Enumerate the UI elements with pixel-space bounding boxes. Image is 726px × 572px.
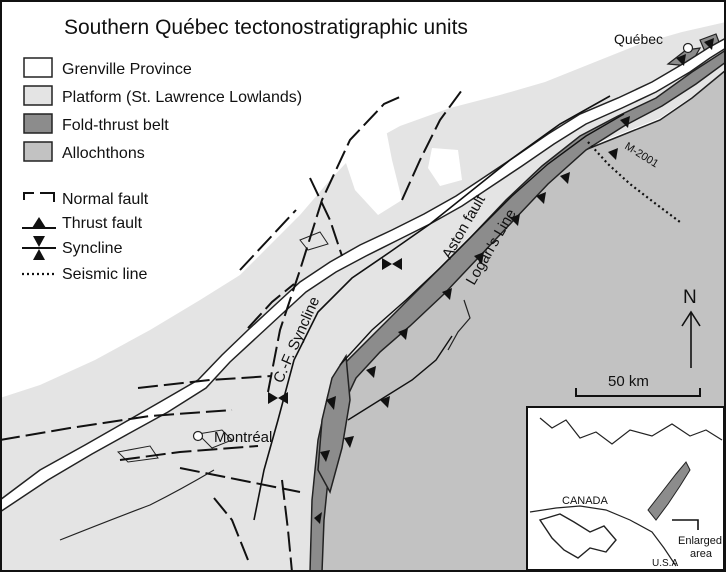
fold-thrust-belt: [309, 49, 726, 572]
legend-label-allochthons: Allochthons: [62, 145, 145, 162]
inset-map: CANADA U.S.A Enlarged area: [526, 406, 725, 571]
inset-enlarged-label: Enlarged: [678, 535, 722, 547]
river-island: [299, 231, 329, 251]
legend-label-thrust-fault: Thrust fault: [62, 215, 143, 232]
grenville-patch: [345, 112, 402, 215]
normal-fault-icon: [23, 192, 55, 202]
legend-swatch-platform: [23, 85, 53, 106]
syncline-icon: [22, 236, 56, 260]
normal-faults: [0, 89, 463, 572]
inset-enlarged-area: [647, 461, 691, 521]
legend-label-syncline: Syncline: [62, 240, 123, 257]
north-arrow: N: [681, 287, 701, 368]
map-title: Southern Québec tectonostratigraphic uni…: [64, 16, 468, 39]
river-tributary: [447, 299, 471, 351]
legend-symbols: Normal fault Thrust fault Syncline Seism…: [22, 191, 149, 283]
inset-canada-label: CANADA: [562, 495, 609, 507]
legend-label-seismic-line: Seismic line: [62, 266, 147, 283]
legend-swatch-allochthons: [23, 141, 53, 162]
legend-label-fold-thrust: Fold-thrust belt: [62, 117, 169, 134]
inset-great-lakes: [538, 513, 617, 559]
st-lawrence-river: [0, 37, 726, 513]
montreal-city-marker: [192, 430, 204, 442]
aston-fault-trace: [339, 113, 625, 366]
syncline-symbols: [268, 258, 402, 404]
platform-region: [0, 22, 726, 572]
syncline-trace: [253, 95, 611, 521]
north-arrow-label: N: [683, 287, 697, 308]
thrust-fault-icon: [22, 217, 56, 229]
quebec-label: Québec: [614, 31, 663, 47]
grenville-patch: [428, 148, 462, 186]
legend-label-normal-fault: Normal fault: [62, 191, 149, 208]
legend-units: Grenville Province Platform (St. Lawrenc…: [23, 57, 302, 162]
legend-swatch-fold-thrust: [23, 113, 53, 134]
inset-enlarged-pointer: [672, 519, 699, 530]
inset-border: [529, 505, 677, 567]
inset-usa-label: U.S.A: [652, 558, 678, 569]
quebec-city-marker: [682, 42, 694, 54]
thrust-teeth: [314, 38, 714, 524]
scale-bar: 50 km: [575, 373, 701, 397]
legend-label-platform: Platform (St. Lawrence Lowlands): [62, 89, 302, 106]
montreal-label: Montréal: [214, 429, 272, 446]
scale-bar-label: 50 km: [608, 373, 649, 390]
internal-fault: [347, 335, 453, 421]
river-island: [196, 429, 233, 449]
legend-label-grenville: Grenville Province: [62, 61, 192, 78]
inset-enlarged-label-2: area: [690, 548, 713, 560]
inset-coastline: [539, 417, 723, 445]
river-tributary: [59, 469, 215, 541]
legend-swatch-grenville: [23, 57, 53, 78]
